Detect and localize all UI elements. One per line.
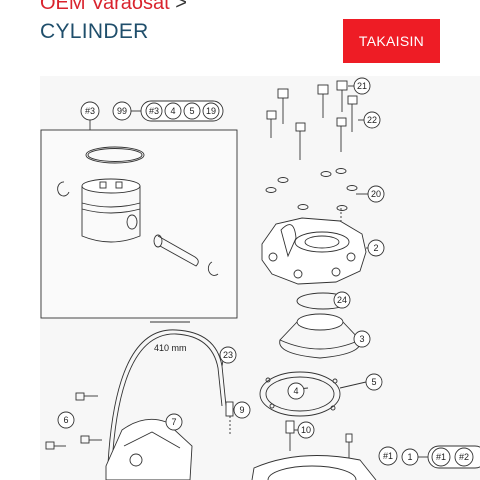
- callout-label: 19: [206, 106, 216, 116]
- callout-bubbles: [57, 77, 474, 467]
- callout-label: #3: [149, 106, 159, 116]
- small-screws: [45, 392, 102, 450]
- page-title: CYLINDER: [40, 20, 149, 43]
- parts-diagram: #3 99 #3 4 5 19 21 22 20 2 24 3 5 4 23 6…: [40, 76, 480, 480]
- piston-ring: [85, 146, 145, 164]
- callout-label: 1: [407, 452, 412, 462]
- callout-label: 10: [301, 425, 311, 435]
- callout-label: 21: [357, 81, 367, 91]
- breadcrumb-separator: >: [175, 0, 187, 14]
- callout-label: 99: [117, 106, 127, 116]
- callout-label: 3: [359, 334, 364, 344]
- callout-label: #1: [436, 452, 446, 462]
- washers: [265, 168, 358, 221]
- cylinder-gasket: [259, 371, 341, 417]
- hose-fitting: [225, 401, 234, 436]
- callout-label: #2: [459, 452, 469, 462]
- callout-labels: #3 99 #3 4 5 19 21 22 20 2 24 3 5 4 23 6…: [63, 81, 469, 462]
- piston: [81, 178, 141, 243]
- callout-label: 5: [189, 106, 194, 116]
- callout-label: 5: [371, 377, 376, 387]
- breather-hose: [107, 321, 227, 465]
- cylinder: [251, 455, 377, 480]
- callout-label: 24: [337, 295, 347, 305]
- circlip-left: [57, 181, 70, 197]
- piston-kit-group: [40, 100, 238, 319]
- cylinder-head: [261, 217, 367, 285]
- breadcrumb: OEM Varaosat >: [40, 0, 187, 15]
- valve-cover: [105, 418, 193, 480]
- circlip-right: [207, 261, 219, 276]
- callout-label: #3: [85, 106, 95, 116]
- callout-label: 23: [223, 350, 233, 360]
- callout-label: 7: [171, 417, 176, 427]
- callout-label: 4: [170, 106, 175, 116]
- stud: [285, 420, 353, 461]
- breadcrumb-link-oem-varaosat[interactable]: OEM Varaosat: [40, 0, 170, 14]
- callout-label: 20: [371, 189, 381, 199]
- callout-label: 22: [367, 115, 377, 125]
- callout-label: #1: [383, 451, 393, 461]
- callout-label: 6: [63, 415, 68, 425]
- callout-label: 2: [373, 243, 378, 253]
- cylinder-head-bolts: [266, 80, 358, 160]
- callout-label: 4: [293, 386, 298, 396]
- combustion-chamber-insert: [279, 313, 361, 359]
- hose-length-label: 410 mm: [154, 343, 187, 353]
- callout-label: 9: [239, 405, 244, 415]
- piston-pin: [153, 234, 199, 267]
- back-button[interactable]: TAKAISIN: [343, 19, 440, 63]
